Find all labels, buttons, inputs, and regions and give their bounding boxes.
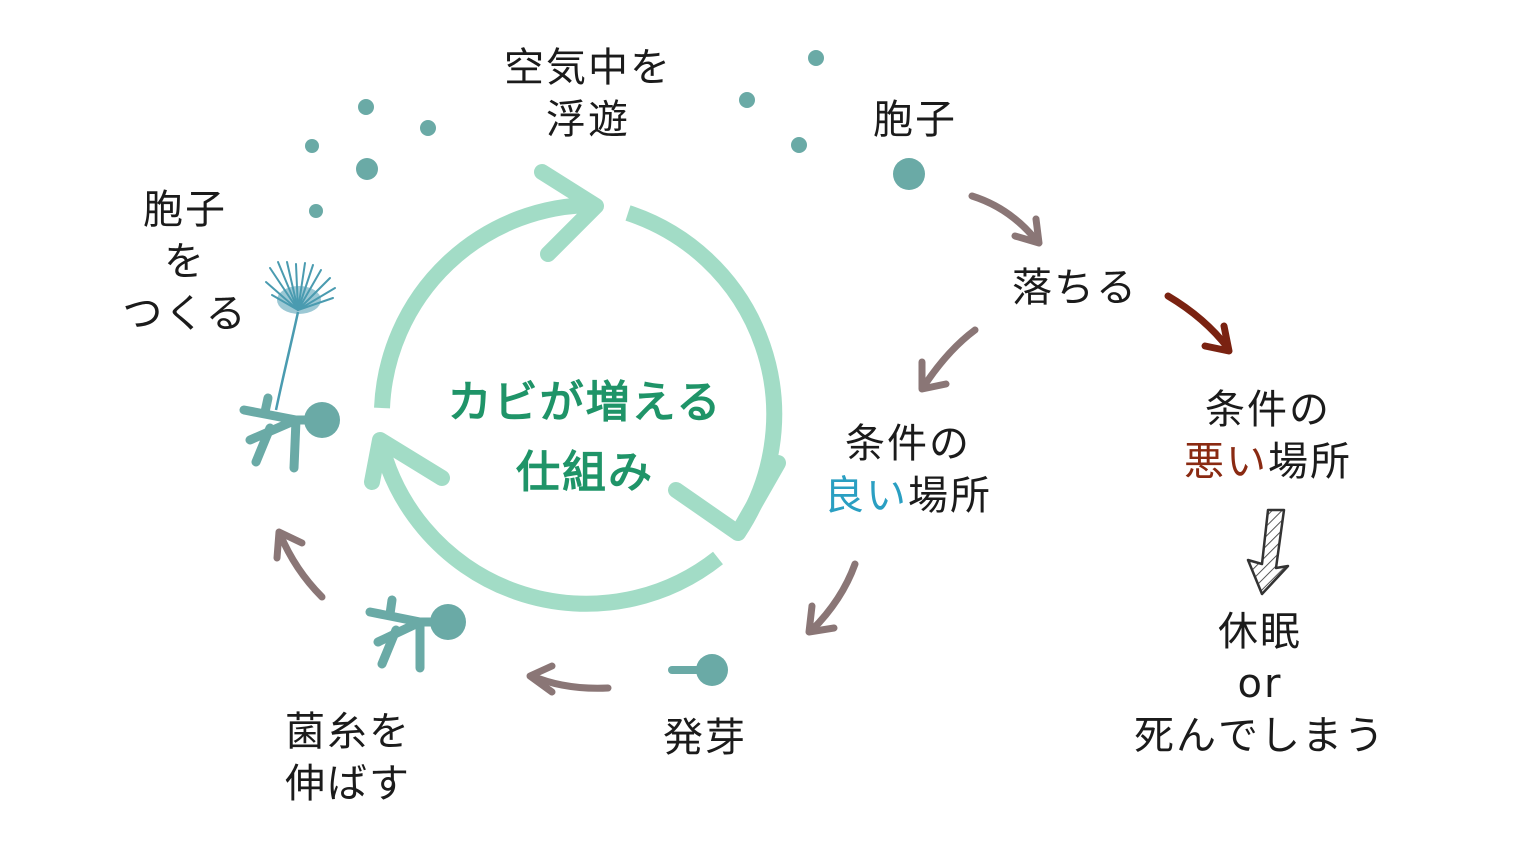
spore-dots [305, 50, 925, 218]
spore-dot [808, 50, 824, 66]
germinating-spore-icon [668, 654, 728, 686]
mycelium-spore-icon-left [239, 393, 327, 473]
label-make-line2: を [164, 239, 206, 285]
center-title-line2: 仕組み [516, 447, 654, 499]
label-bad-line1: 条件の [1205, 387, 1331, 433]
mycelium-spore-icon-bottom [365, 595, 453, 673]
bad-highlight: 悪い [1184, 439, 1268, 485]
center-title-line1: カビが増える [447, 377, 723, 428]
cycle-arrowhead-top [534, 164, 604, 262]
spore-dot [420, 120, 436, 136]
label-make-line1: 胞子 [143, 187, 227, 233]
spore-dot [358, 99, 374, 115]
center-title: カビが増える 仕組み [430, 368, 740, 509]
spore-circle-left [304, 402, 340, 438]
good-rest: 場所 [908, 473, 992, 519]
hatched-down-arrow [1246, 508, 1290, 596]
bad-rest: 場所 [1268, 439, 1352, 485]
label-make-line3: つくる [122, 291, 248, 337]
label-make-spores: 胞子 を つくる [100, 184, 270, 340]
arrow-fall-to-bad [1164, 292, 1233, 355]
label-dormancy: 休眠 [1218, 609, 1302, 655]
spore-dot [309, 204, 323, 218]
spore-dot [356, 158, 378, 180]
label-floating-line1: 空気中を [504, 45, 672, 91]
spore-dot-large [893, 158, 925, 190]
cycle-arc-left [374, 196, 597, 409]
arrow-good-to-germ [808, 560, 859, 634]
label-hyphae: 菌糸を 伸ばす [258, 706, 438, 810]
spore-dot [305, 139, 319, 153]
label-germination: 発芽 [663, 715, 747, 761]
label-hyphae-line2: 伸ばす [285, 761, 411, 807]
label-floating: 空気中を 浮遊 [478, 42, 698, 146]
label-bad-line2: 悪い場所 [1168, 436, 1368, 488]
arrow-spore-to-fall [968, 192, 1040, 244]
arrow-fall-to-good [920, 326, 979, 390]
cycle-arrowhead-left [364, 432, 450, 490]
spore-dot [739, 92, 755, 108]
good-highlight: 良い [824, 473, 908, 519]
arrow-hyphae-to-spores [276, 530, 326, 601]
cycle-arc-bottom [372, 438, 723, 612]
label-fall: 落ちる [1012, 265, 1138, 311]
cycle-arrowhead-right [668, 455, 786, 541]
label-bad-place: 条件の 悪い場所 [1168, 384, 1368, 488]
flow-arrows [273, 192, 1043, 696]
label-floating-line2: 浮遊 [546, 97, 630, 143]
label-good-line2: 良い場所 [808, 470, 1008, 522]
label-or: or [1237, 661, 1283, 707]
cycle-arrowheads [364, 164, 786, 541]
fruiting-body-icon [265, 261, 336, 411]
label-spore: 胞子 [873, 97, 957, 143]
spore-dot [791, 137, 807, 153]
label-outcome: 休眠 or 死んでしまう [1090, 606, 1430, 762]
label-good-place: 条件の 良い場所 [808, 418, 1008, 522]
label-death: 死んでしまう [1134, 713, 1386, 759]
label-hyphae-line1: 菌糸を [285, 709, 411, 755]
spore-circle-bottom [430, 604, 466, 640]
label-good-line1: 条件の [845, 421, 971, 467]
